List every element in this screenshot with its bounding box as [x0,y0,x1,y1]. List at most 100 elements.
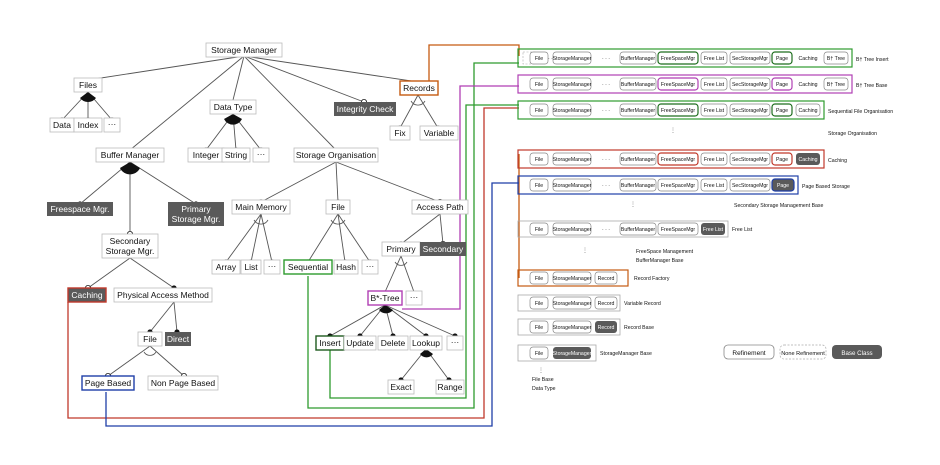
node-access-path-label: Access Path [416,202,464,212]
node-lookup-label: Lookup [412,338,440,348]
cell-page: Page [776,157,788,163]
node-physical-access-method: Physical Access Method [113,287,213,303]
cell-file: File [535,56,543,62]
legend-none-refinement: None Refinement [781,351,825,357]
cell-freespace-mgr: FreeSpaceMgr [661,56,696,62]
cell-page: Page [777,183,789,189]
row-btree-base: File StorageManager · · · BufferManager … [517,74,888,94]
node-update: Update [343,335,377,351]
cell-storage-manager: StorageManager [553,157,592,163]
cell-freespace-mgr: FreeSpaceMgr [661,108,696,114]
node-primary-storage-mgr-label-2: Storage Mgr. [172,214,221,224]
cell-dots: · · · [602,227,610,233]
cell-storage-manager: StorageManager [553,325,592,331]
cell-record: Record [598,301,615,307]
node-buffer-manager: Buffer Manager [95,147,165,163]
cell-btree: B† Tree [827,56,845,62]
node-btree-more-label: ··· [410,292,419,302]
row-label-buffermanager-base: BufferManager Base [636,258,684,264]
legend-refinement: Refinement [732,350,765,357]
node-btree: B*-Tree [367,290,403,306]
node-list-label: List [244,262,258,272]
node-freespace-mgr: Freespace Mgr. [47,202,113,216]
node-storage-organisation: Storage Organisation [293,147,379,163]
mapping-connectors [67,44,520,427]
node-main-memory: Main Memory [231,199,291,215]
row-variable-record: File StorageManager Record Variable Reco… [517,294,661,312]
node-records: Records [399,80,439,96]
node-direct: Direct [165,332,191,346]
row-storagemanager-base: File StorageManager StorageManager Base [517,344,652,362]
node-caching-label: Caching [71,290,102,300]
cell-free-list: Free List [703,227,724,233]
node-variable: Variable [419,125,459,141]
cell-file: File [535,82,543,88]
node-files-label: Files [79,80,97,90]
node-insert-label: Insert [319,338,341,348]
cell-free-list: Free List [704,82,725,88]
row-btree-insert: File · · · StorageManager · · · BufferMa… [517,48,889,68]
cell-free-list: Free List [704,157,725,163]
node-non-page-based-label: Non Page Based [151,378,216,388]
row-label-free-list: Free List [732,227,753,233]
cell-dots: · · · [602,108,610,114]
node-data-label: Data [53,120,71,130]
node-lookup: Lookup [409,335,443,351]
node-string-label: String [225,150,247,160]
cell-caching: Caching [798,56,817,62]
node-range-label: Range [437,382,462,392]
cell-sec-storage-mgr: SecStorageMgr [732,157,768,163]
row-record-base: File StorageManager Record Record Base [517,318,654,336]
node-primary: Primary [381,241,421,257]
node-physical-file-label: File [143,334,157,344]
vertical-dots: ⋮ [538,368,544,374]
cell-storage-manager: StorageManager [553,183,592,189]
cell-freespace-mgr: FreeSpaceMgr [661,157,696,163]
node-string: String [221,147,251,163]
node-file-label: File [331,202,345,212]
node-data-type-label: Data Type [214,102,253,112]
cell-buffer-manager: BufferManager [621,183,655,189]
legend-base-class: Base Class [841,350,872,357]
cell-storage-manager: StorageManager [553,108,592,114]
node-buffer-manager-label: Buffer Manager [101,150,160,160]
tree-edges [61,55,456,381]
cell-btree: B† Tree [827,82,845,88]
node-records-label: Records [403,83,435,93]
cell-storage-manager: StorageManager [553,351,592,357]
node-range: Range [435,379,465,395]
node-sequential-label: Sequential [288,262,328,272]
row-sequential-file-org: File StorageManager · · · BufferManager … [517,100,893,120]
cell-file: File [535,227,543,233]
cell-page: Page [776,56,788,62]
cell-file: File [535,351,543,357]
node-page-based-label: Page Based [85,378,132,388]
node-page-based: Page Based [81,375,135,391]
cell-file: File [535,276,543,282]
vertical-dots: ⋮ [630,202,636,208]
node-delete: Delete [377,335,409,351]
node-update-label: Update [346,338,374,348]
cell-storage-manager: StorageManager [553,276,592,282]
node-main-memory-label: Main Memory [235,202,287,212]
node-hash-label: Hash [336,262,356,272]
cell-file: File [535,157,543,163]
node-secondary-storage-mgr-label-2: Storage Mgr. [106,246,155,256]
cell-freespace-mgr: FreeSpaceMgr [661,183,696,189]
node-storage-manager-label: Storage Manager [211,45,277,55]
row-label-record-base: Record Base [624,325,654,331]
row-label-record-factory: Record Factory [634,276,670,282]
vertical-dots: ⋮ [582,248,588,254]
cell-storage-manager: StorageManager [553,82,592,88]
row-page-based-storage: File StorageManager · · · BufferManager … [517,175,850,195]
row-label-caching: Caching [828,158,847,164]
cell-sec-storage-mgr: SecStorageMgr [732,56,768,62]
cell-storage-manager: StorageManager [553,56,592,62]
node-data-type: Data Type [209,99,257,115]
node-files: Files [73,77,103,93]
cell-free-list: Free List [704,183,725,189]
row-label-file-base: File Base [532,377,554,383]
cell-file: File [535,183,543,189]
node-delete-label: Delete [381,338,406,348]
